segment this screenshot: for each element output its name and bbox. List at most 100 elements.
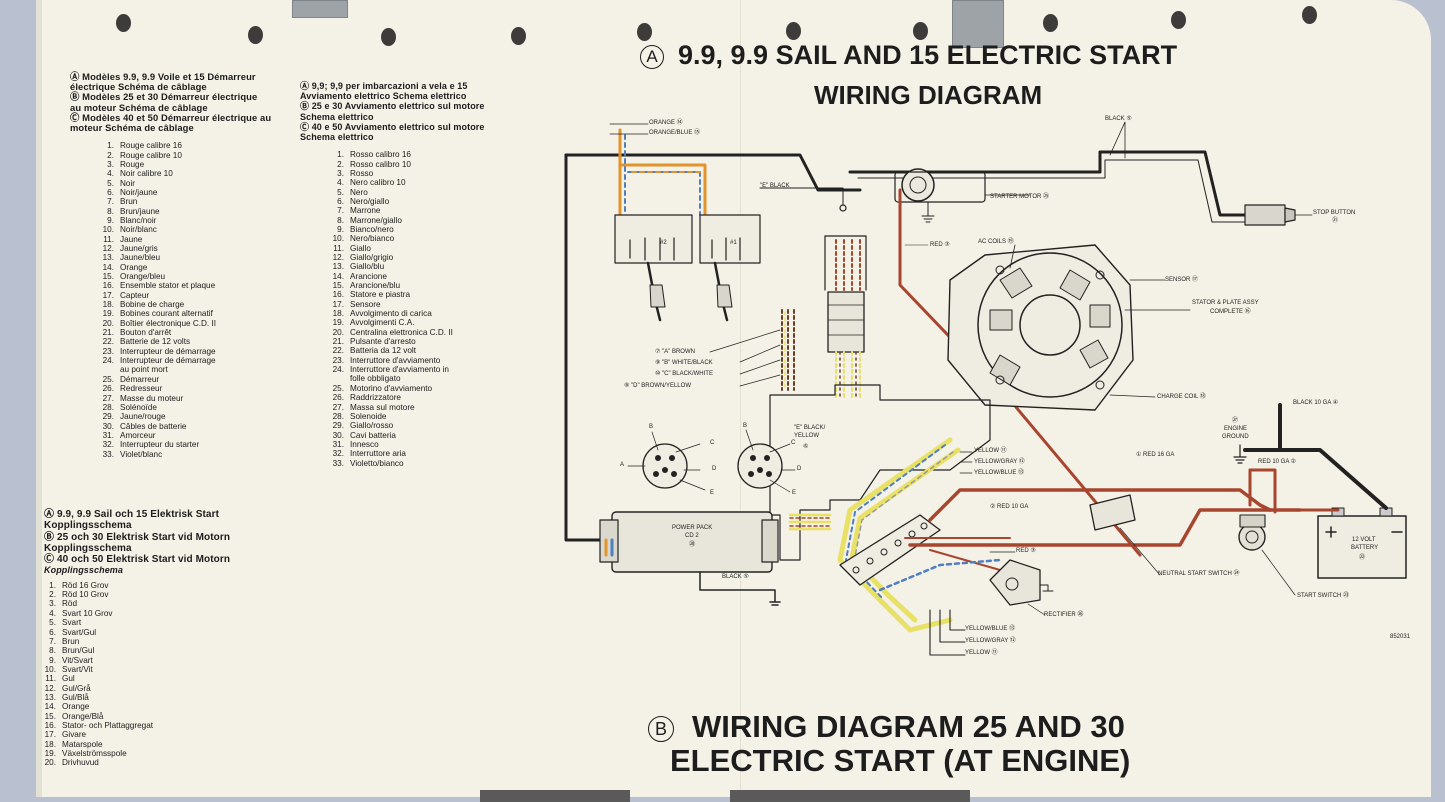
legend-item: 13.Giallo/blu (300, 262, 550, 271)
wire-black-10ga (1278, 403, 1388, 510)
engine-ground (1233, 444, 1247, 464)
legend-item: 16.Ensemble stator et plaque (70, 281, 320, 290)
label-red-3-top: RED ③ (930, 242, 950, 248)
header-line: Avviamento elettrico Schema elettrico (300, 91, 467, 102)
legend-item-text: Giallo/grigio (350, 253, 394, 262)
label-stator-1: STATOR & PLATE ASSY (1192, 300, 1259, 306)
punch-hole (1302, 6, 1317, 24)
leader-line (609, 123, 649, 135)
wire-bundle-multi (824, 235, 867, 291)
label-engine-ground-num: ㉗ (1232, 418, 1239, 424)
legend-item-text: Violet/blanc (120, 449, 163, 459)
legend-item: 17.Givare (44, 730, 294, 739)
legend-item-text: Jaune (120, 234, 143, 244)
label-power-pack: CD 2 (685, 533, 699, 539)
legend-item: 9.Blanc/noir (70, 216, 320, 225)
legend-item-text: Capteur (120, 290, 150, 300)
legend-item-number: 6. (107, 187, 114, 197)
legend-item: 10.Svart/Vit (44, 665, 294, 674)
legend-item-number: 25. (332, 383, 344, 393)
label-ac-coils: AC COILS ⑲ (978, 239, 1014, 245)
label-yellow-bottom: YELLOW ⑪ (965, 650, 998, 656)
legend-item: 2.Rouge calibre 10 (70, 151, 320, 160)
legend-item: 3.Rosso (300, 169, 550, 178)
legend-item: 30.Cavi batteria (300, 431, 550, 440)
legend-item-number: 18. (102, 300, 114, 310)
wire-e-black (708, 153, 862, 192)
legend-item: 23.Interrupteur de démarrage (70, 347, 320, 356)
legend-item: 6. Svart/Gul (44, 628, 294, 637)
punch-hole (786, 22, 801, 40)
ground-symbol (1039, 584, 1054, 592)
battery (1317, 515, 1407, 579)
legend-item-text: Jaune/gris (120, 244, 158, 253)
legend-item: 25.Motorino d'avviamento (300, 384, 550, 393)
legend-item: 12.Gul/Grå (44, 684, 294, 693)
legend-item-text: Rouge (120, 159, 145, 169)
legend-item: 14.Orange (44, 702, 294, 711)
legend-item: 7.Brun (44, 637, 294, 646)
legend-item: 19.Avvolgimenti C.A. (300, 318, 550, 327)
legend-item-number: 12. (102, 244, 114, 253)
label-pin-c: C (791, 440, 796, 446)
legend-item-text: Svart/Vit (62, 664, 93, 674)
legend-item-text: au point mort (120, 365, 168, 375)
legend-item-text: Noir (120, 178, 136, 188)
label-battery: BATTERY (1351, 545, 1379, 551)
legend-item: 18.Matarspole (44, 740, 294, 749)
legend-item-text: Interruttore d'avviamento in (350, 365, 449, 375)
legend-item-number: 17. (332, 299, 344, 309)
legend-item-number: 10. (102, 225, 114, 235)
legend-item: 33.Violet/blanc (70, 450, 320, 459)
label-part-number: 852031 (1390, 634, 1411, 640)
wire-black-main (848, 150, 1252, 217)
legend-item-number: 14. (332, 271, 344, 281)
legend-item: 32.Interruttore aria (300, 449, 550, 458)
diagram-b-line1: WIRING DIAGRAM 25 AND 30 (692, 709, 1125, 744)
legend-item-text: Bouton d'arrêt (120, 328, 172, 338)
header-line: au moteur Schéma de câblage (70, 101, 208, 113)
legend-item: 12. Jaune/gris (70, 244, 320, 253)
legend-item-text: Masse du moteur (120, 393, 184, 403)
legend-item-number: 18. (332, 309, 344, 319)
legend-item-number: 26. (102, 384, 114, 394)
wire-bundle-multi (835, 351, 861, 401)
legend-item: 11.Gul (44, 674, 294, 683)
legend-item-number: 14. (102, 262, 114, 272)
legend-item-text: Jaune/bleu (120, 253, 161, 263)
legend-item-number: 8. (337, 215, 344, 225)
legend-item: 2.Röd 10 Grov (44, 590, 294, 599)
legend-item-text: Gul (62, 674, 75, 684)
manual-page (36, 0, 1431, 797)
legend-item-number: 29. (332, 421, 344, 431)
legend-item-text: Arancione/blu (350, 281, 401, 291)
label-sensor: SENSOR ⑰ (1165, 277, 1199, 283)
legend-item-text: Orange (62, 702, 90, 712)
legend-item-text: Amorceur (120, 430, 156, 440)
wire-e-black (759, 187, 844, 206)
header-line: électrique Schéma de câblage (70, 81, 207, 93)
label-e-black-yellow: "E" BLACK/ (794, 425, 826, 431)
legend-item-text: Svart/Gul (62, 627, 97, 637)
legend-item: 17.Capteur (70, 291, 320, 300)
legend-item-text: Brun/Gul (62, 646, 95, 656)
legend-item-number: 12. (44, 683, 56, 693)
legend-item: 1.Rouge calibre 16 (70, 141, 320, 150)
legend-item-text: Rouge calibre 10 (120, 150, 182, 160)
page-edge (36, 0, 42, 797)
label-power-pack-num: ⑳ (689, 542, 696, 548)
label-red-3-bottom: RED ③ (1016, 548, 1036, 554)
legend-item-number: 19. (102, 309, 114, 319)
legend-item-number: 8. (49, 646, 56, 656)
legend-item-text: Interrupteur du starter (120, 440, 200, 450)
legend-item: 15.Orange/Blå (44, 712, 294, 721)
legend-item: 18.Bobine de charge (70, 300, 320, 309)
wire-bundle-multi (839, 351, 857, 401)
trigger-connector-b (737, 443, 783, 489)
legend-item-text: Batteria da 12 volt (350, 346, 416, 356)
power-pack-end (761, 519, 779, 563)
legend-item-number: 6. (49, 627, 56, 637)
legend-item-number: 24. (102, 356, 114, 366)
legend-item: 23.Interruttore d'avviamento (300, 356, 550, 365)
legend-item-number: 7. (337, 206, 344, 216)
